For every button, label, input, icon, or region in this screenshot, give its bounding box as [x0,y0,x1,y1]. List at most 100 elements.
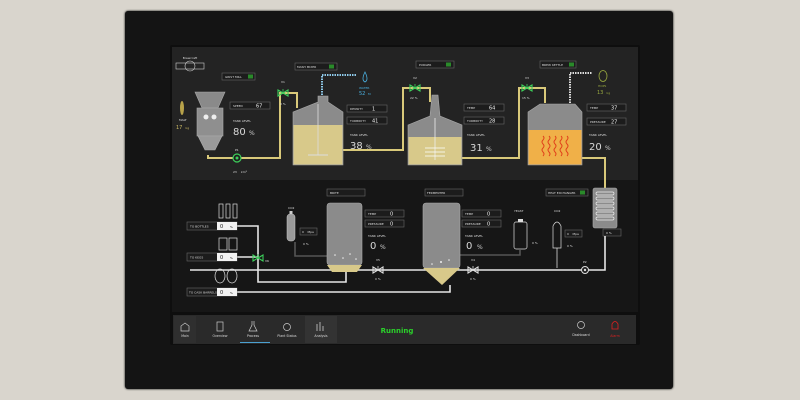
co2-a-pressure-unit: Mpa [308,230,314,234]
flask-icon [248,321,258,332]
co2-a-pressure-field [299,227,318,236]
grist-mill-status-led[interactable] [248,74,253,79]
mill-speed-value: 67 [256,104,262,110]
pipe-bottles [237,225,347,283]
nav-alarm-button[interactable]: Alarm [610,321,620,339]
purger-tank [407,94,463,166]
v2-value: 22 % [410,96,418,100]
bottles-icon [218,203,238,219]
yeast-label: YEAST [514,209,524,213]
brite-level-unit: % [380,244,386,251]
mash-level-label: TANK LEVEL [349,133,368,137]
mash-level-value: 38 [350,141,363,152]
nav-main-button[interactable]: Main [174,316,196,343]
co2-cylinder-icon [286,211,296,242]
home-icon [180,322,190,332]
mill-level-unit: % [249,130,255,137]
mash-mixer-tank [292,95,344,166]
brew-kettle-status-led[interactable] [569,62,574,67]
co2-b-label: CO2 [554,209,560,213]
hops-label: HOPS [598,84,606,88]
v2-label: V2 [413,76,417,80]
p2-label: P2 [583,260,587,264]
fermenter-title: FERMENTER [427,191,445,195]
mill-level-value: 80 [233,127,246,138]
fermenter-level-label: TANK LEVEL [464,234,483,238]
mash-mixer-status-led[interactable] [329,64,334,69]
mash-turbidity-label: TURBIDITY [349,119,366,123]
grist-mill-label [221,72,256,81]
fermenter-label [424,188,464,197]
hx-value-field [602,228,622,237]
p1-label: P1 [235,148,239,152]
co2-cylinder-icon [552,221,562,249]
malt-unit: kg [186,126,190,130]
nav-plant-status-button[interactable]: Plant Status [277,323,297,339]
process-lower-area [172,180,638,312]
v5-label: V5 [376,258,380,262]
co2-a-level: 0 % [303,242,309,246]
nav-dashboard-button[interactable]: Dashboard [572,321,590,338]
brite-temp-label: TEMP [367,212,376,216]
status-running-text: Running [381,327,414,335]
mill-level-label: TANK LEVEL [232,119,251,123]
v4-value: 0 % [470,277,476,281]
v5-value: 0 % [375,277,381,281]
dashboard-icon [577,321,585,329]
nav-overview-button[interactable]: Overview [212,321,228,338]
fermenter-temp-label: TEMP [464,212,473,216]
brewery-logo: Brewcraft [175,56,205,72]
pipe-purger-to-kettle [462,87,546,159]
hops-pipe [569,72,592,103]
v6-label: V6 [265,259,269,263]
v3-value: 15 % [522,96,530,100]
co2-a-label: CO2 [288,206,294,210]
hx-value: 0 % [606,231,612,235]
nav-process-label: Process [247,334,259,338]
nav-analysis-button[interactable]: Analysis [305,316,337,343]
brite-label [326,188,366,197]
hx-status-led[interactable] [580,190,585,195]
pump-p1[interactable] [232,153,242,163]
to-cask-unit: % [230,291,233,295]
fermenter-temp-field [461,209,502,218]
nav-alarm-label: Alarm [610,334,619,338]
kettle-level-value: 20 [589,142,602,153]
to-kegs-label: TO KEGS [189,256,203,260]
co2-b-pressure-unit: Mpa [573,232,579,236]
brite-pressure-field [364,219,405,228]
nav-process-button[interactable]: Process [240,321,270,343]
taskbar [173,315,636,344]
brew-kettle-label [539,60,577,69]
pipe-cask [237,285,451,293]
to-cask-value: 0 [220,290,223,296]
p1-value: 23 [233,170,237,174]
pump-p2[interactable] [581,266,589,274]
to-cask-barrels-label: TO CASK BARRELS [188,291,217,295]
kettle-pressure-label: PRESSURE [590,120,606,124]
brite-tank [326,202,363,272]
kettle-level-label: TANK LEVEL [588,133,607,137]
brite-temp-field [364,209,405,218]
malt-icon [180,101,184,115]
v4-label: V4 [471,258,475,262]
purger-temp-value: 64 [489,106,495,112]
purger-temp-field [463,103,505,112]
brite-level-value: 0 [370,241,376,252]
heat-exchanger [592,187,618,229]
p1-unit: km³ [241,170,248,174]
fermenter-pressure-label: PRESSURE [465,222,481,226]
to-bottles-unit: % [230,225,233,229]
mash-level-unit: % [366,144,372,151]
co2-a-pressure-value: 0 [302,230,304,234]
to-kegs-unit: % [230,256,233,260]
co2-b-level: 0 % [567,244,573,248]
malt-value: 17 [176,125,182,131]
grist-mill-title: GRIST MILL [225,75,242,79]
barrels-icon [214,268,238,284]
purger-status-led[interactable] [446,62,451,67]
mash-turbidity-field [346,116,388,125]
purger-turbidity-field [463,116,505,125]
mash-turbidity-value: 41 [372,119,378,125]
